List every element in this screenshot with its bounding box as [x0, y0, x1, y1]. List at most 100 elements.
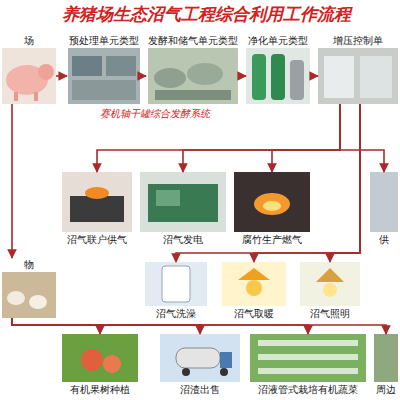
flow-arrow: [56, 75, 67, 77]
digester-photo: [148, 48, 238, 104]
flow-arrow: [240, 75, 246, 77]
photo-ground: [246, 48, 310, 104]
photo-ground: [2, 272, 56, 318]
cabinet: [360, 56, 392, 98]
node-caption: 预处理单元类型: [68, 34, 140, 47]
stove-photo: [62, 172, 132, 232]
orchard-photo: [62, 334, 138, 382]
photo-ground: [145, 262, 207, 306]
photo-node: 净化单元类型: [246, 34, 310, 104]
flame-core: [263, 201, 281, 211]
node-caption: 腐竹生产燃气: [241, 233, 303, 246]
photo-ground: [250, 334, 366, 382]
flow-arrow: [141, 75, 146, 77]
diagram-title: 养猪场生态沼气工程综合利用工作流程: [62, 3, 351, 26]
pretreatment-photo: [68, 48, 140, 104]
photo-ground: [234, 172, 310, 232]
water-heater: [162, 266, 190, 302]
cab: [220, 352, 232, 368]
tank: [176, 348, 220, 368]
photo-node: 沼气取暖: [222, 262, 286, 320]
tank: [290, 60, 304, 100]
warmer-photo: [222, 262, 286, 306]
photo-node: 沼气发电: [140, 172, 226, 246]
pool: [72, 56, 102, 76]
flow-arrow: [310, 75, 318, 77]
pipe: [258, 368, 358, 374]
node-caption: 增压控制单: [332, 34, 384, 47]
photo-node: 沼气洗澡: [145, 262, 207, 320]
generator: [148, 184, 218, 222]
control-photo: [318, 48, 398, 104]
photo-node: 腐竹生产燃气: [234, 172, 310, 246]
node-caption: 沼渣出售: [179, 383, 221, 396]
node-caption: 净化单元类型: [247, 34, 309, 47]
system-note: 赛机轴干罐综合发酵系统: [100, 108, 210, 120]
flow-arrow: [330, 104, 360, 262]
tank: [154, 68, 186, 88]
greenhouse-photo: [250, 334, 366, 382]
photo-node: 沼渣出售: [160, 334, 240, 396]
photo-node: 场: [2, 34, 56, 104]
pipe: [258, 340, 358, 346]
tank: [271, 54, 285, 100]
node-caption: 沼气照明: [309, 307, 351, 320]
tank: [187, 63, 223, 85]
node-caption: 有机果树种植: [69, 383, 131, 396]
flow-arrow: [12, 318, 100, 334]
photo-ground: [222, 262, 286, 306]
chicken: [29, 295, 47, 309]
lamp-glow: [323, 283, 337, 297]
heater-photo: [145, 262, 207, 306]
photo-node: 发酵和储气单元类型: [146, 34, 240, 104]
photo-ground: [140, 172, 226, 232]
stove: [70, 196, 124, 222]
flow-arrow: [272, 104, 340, 172]
photo-node: 预处理单元类型: [67, 34, 141, 104]
photo-ground: [374, 334, 398, 382]
lamp-glow: [246, 280, 262, 296]
photo-ground: [62, 334, 138, 382]
node-caption: 发酵和储气单元类型: [147, 34, 239, 47]
lamp: [238, 268, 270, 280]
wheel: [220, 368, 228, 376]
peach: [103, 355, 121, 373]
photo-node: 增压控制单: [318, 34, 398, 104]
photo-ground: [62, 172, 132, 232]
light-photo: [300, 262, 360, 306]
flow-arrow: [97, 104, 340, 172]
wheel: [182, 368, 190, 376]
flow-arrow: [12, 318, 200, 334]
surroundings-photo: [374, 334, 398, 382]
photo-node: 物: [2, 258, 56, 318]
node-caption: 沼液管式栽培有机蔬菜: [257, 383, 359, 396]
flow-arrow: [12, 318, 386, 334]
generator-photo: [140, 172, 226, 232]
purifier-photo: [246, 48, 310, 104]
pig-head: [38, 64, 54, 80]
flow-arrow: [340, 104, 384, 172]
node-caption: 物: [23, 258, 35, 271]
photo-ground: [160, 334, 240, 382]
photo-node: 供: [370, 172, 398, 246]
photo-node: 有机果树种植: [62, 334, 138, 396]
pig-leg: [34, 92, 38, 101]
flow-arrow: [11, 104, 13, 258]
photo-ground: [148, 48, 238, 104]
photo-ground: [300, 262, 360, 306]
cabinet: [324, 56, 354, 98]
pipe: [258, 354, 358, 360]
flame: [85, 187, 109, 199]
photo-node: 沼气照明: [300, 262, 360, 320]
photo-ground: [68, 48, 140, 104]
generator-part: [156, 190, 180, 206]
node-caption: 沼气发电: [162, 233, 204, 246]
photo-node: 沼液管式栽培有机蔬菜: [250, 334, 366, 396]
pig-leg: [14, 92, 18, 101]
photo-ground: [2, 48, 56, 104]
chicken: [7, 291, 25, 305]
photo-node: 周边: [374, 334, 398, 396]
